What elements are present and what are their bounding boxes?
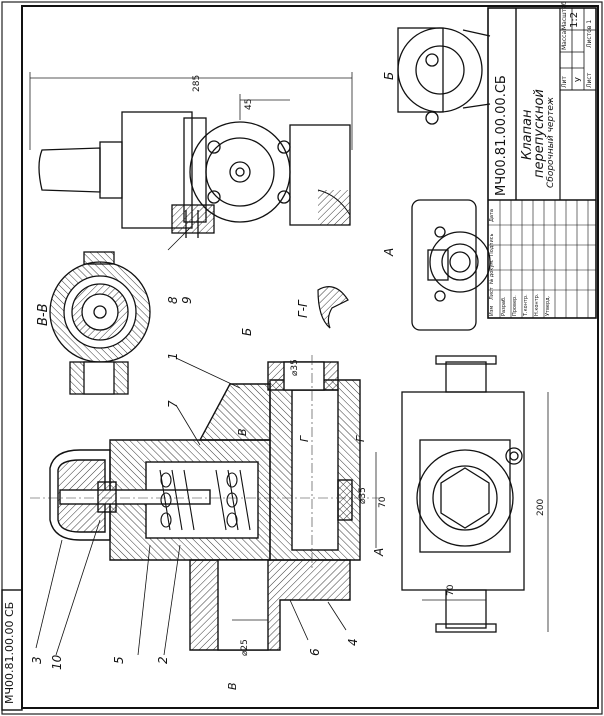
callout-1: 1	[166, 352, 180, 360]
section-gg-label: Г-Г	[296, 300, 310, 318]
dim-25: ⌀25	[240, 639, 250, 656]
callout-6: 6	[308, 648, 322, 656]
stamp-role-4: Н.контр.	[534, 293, 540, 316]
callout-10: 10	[50, 654, 64, 670]
view-b	[397, 27, 491, 125]
stamp-row-label-1: Изм	[489, 305, 495, 316]
stamp-row-label-5: Дата	[489, 209, 495, 222]
stamp-role-3: Т.контр.	[523, 294, 529, 316]
cut-v-top-label: В	[236, 428, 249, 436]
stamp-row-label-2: Лист	[489, 287, 495, 300]
section-vv	[49, 251, 151, 395]
leaders	[35, 227, 347, 656]
top-view	[38, 111, 351, 238]
stamp-role-1: Разраб.	[501, 296, 507, 316]
stamp-row-label-3: № докум.	[489, 259, 495, 284]
callout-4: 4	[346, 638, 360, 646]
bottom-dimensions	[232, 392, 549, 632]
dim-35-top: ⌀35	[290, 359, 300, 376]
cut-v-bottom-label: В	[226, 682, 239, 690]
side-code-box	[1, 589, 23, 711]
view-a	[411, 199, 491, 331]
stamp-masht: Масштаб	[561, 1, 568, 30]
dim-70-vertical: 70	[378, 496, 388, 508]
stamp-mass: Масса	[561, 30, 568, 50]
callout-5: 5	[112, 656, 126, 664]
callout-3: 3	[30, 656, 44, 664]
callout-2: 2	[156, 656, 170, 664]
front-section	[49, 361, 361, 651]
drawing-frame	[21, 5, 599, 709]
arrow-b-label: Б	[240, 327, 254, 336]
drawing-code-main: МЧ00.81.00.00.СБ	[494, 75, 509, 196]
stamp-role-5: Утверд.	[545, 295, 551, 316]
stamp-sheet: Лист	[586, 72, 593, 88]
drawing-code-side: МЧ00.81.00.00 СБ	[3, 601, 16, 704]
top-dimensions	[29, 72, 353, 150]
cut-g-label-b: Г	[354, 435, 367, 442]
callout-7: 7	[166, 400, 180, 408]
stamp-row-label-4: Подпись	[489, 233, 495, 257]
scale-value: 1:2	[569, 11, 580, 28]
callout-8: 8	[166, 296, 180, 304]
cut-g-label-a: Г	[298, 435, 311, 442]
title-line-2: перепускной	[532, 89, 547, 178]
stamp-sheets: Листов 1	[586, 19, 593, 48]
callout-9: 9	[180, 296, 194, 304]
arrow-a-label: А	[372, 547, 386, 556]
title-block	[487, 7, 597, 319]
center-lines	[30, 355, 380, 570]
view-b-label: Б	[382, 71, 396, 80]
stamp-lit: Лит	[561, 76, 568, 88]
dim-45: 45	[244, 98, 254, 110]
view-a-label: А	[382, 247, 396, 256]
section-vv-label: В-В	[36, 303, 51, 326]
dim-200: 200	[536, 498, 546, 516]
stamp-role-2: Провер.	[512, 295, 518, 316]
dim-70-horizontal: 70	[446, 584, 456, 596]
dim-35-side: ⌀35	[358, 487, 368, 504]
dim-285: 285	[192, 74, 202, 92]
section-gg	[317, 286, 349, 329]
title-line-3: Сборочный чертеж	[546, 96, 556, 188]
stamp-lit-value: У	[574, 77, 583, 82]
bottom-right-view	[401, 355, 525, 633]
